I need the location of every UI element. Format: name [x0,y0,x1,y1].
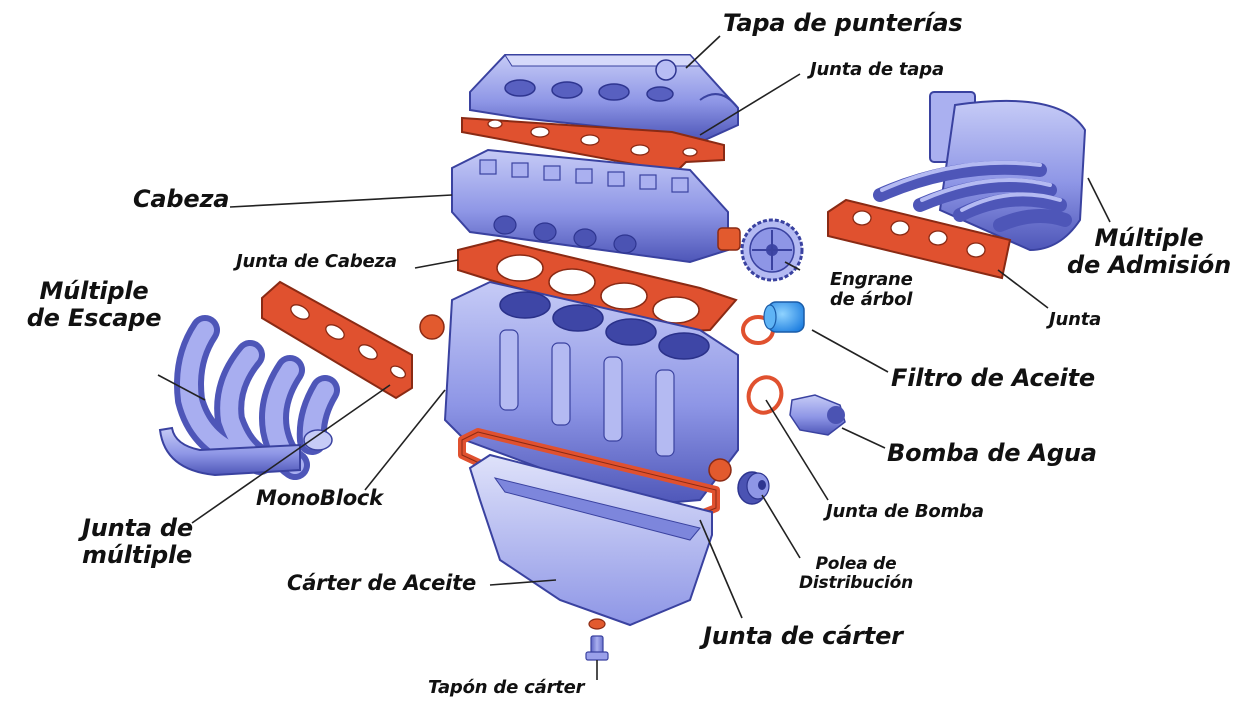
label-valve-cover: Tapa de punterías [723,9,963,37]
label-oil-pan: Cárter de Aceite [287,571,477,595]
label-block: MonoBlock [256,486,383,510]
oil-pan-part [468,453,713,627]
exhaust-manifold-part [158,315,340,480]
intake-gasket-part [827,198,1012,280]
leader-lines [157,35,1111,680]
cylinder-head-part [451,148,741,264]
intake-manifold-part [873,91,1087,252]
label-intake-gasket: Junta [1049,309,1102,330]
label-pump-gasket: Junta de Bomba [826,501,984,522]
label-cover-gasket: Junta de tapa [810,59,944,80]
label-exhaust-manifold: Múltiple de Escape [26,277,162,332]
label-pulley: Polea de Distribución [799,554,913,594]
drain-plug-part [585,618,609,661]
label-manifold-gasket: Junta de múltiple [82,514,193,569]
label-head-gasket: Junta de Cabeza [236,251,397,272]
pan-gasket-part [458,428,720,542]
exhaust-gasket-part [261,280,413,400]
label-intake-manifold: Múltiple de Admisión [1067,224,1231,279]
cam-gear-part [740,218,804,282]
label-head: Cabeza [133,185,230,213]
oil-filter-part [741,301,805,345]
label-drain-plug: Tapón de cárter [428,677,585,698]
water-pump-part [746,375,846,436]
head-gasket-part [457,238,738,334]
cover-gasket-part [461,116,725,174]
valve-cover-part [469,54,739,142]
label-cam-gear: Engrane de árbol [830,269,913,311]
label-pan-gasket: Junta de cárter [703,622,903,650]
pulley-part [737,471,770,505]
label-oil-filter: Filtro de Aceite [891,364,1095,392]
label-water-pump: Bomba de Agua [887,439,1097,467]
engine-block-part [419,280,739,507]
